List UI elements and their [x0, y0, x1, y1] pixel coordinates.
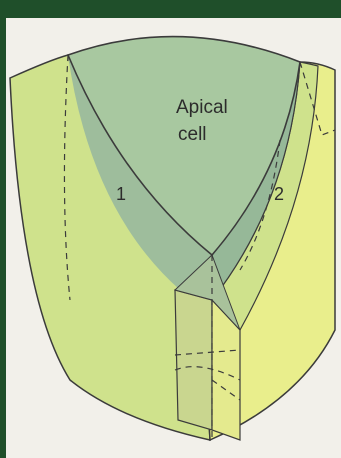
central-block — [175, 290, 212, 430]
apical-label-line2: cell — [178, 124, 207, 145]
segment-2-label: 2 — [274, 184, 284, 204]
segment-1-label: 1 — [116, 184, 126, 204]
apical-label-line1: Apical — [176, 97, 228, 118]
